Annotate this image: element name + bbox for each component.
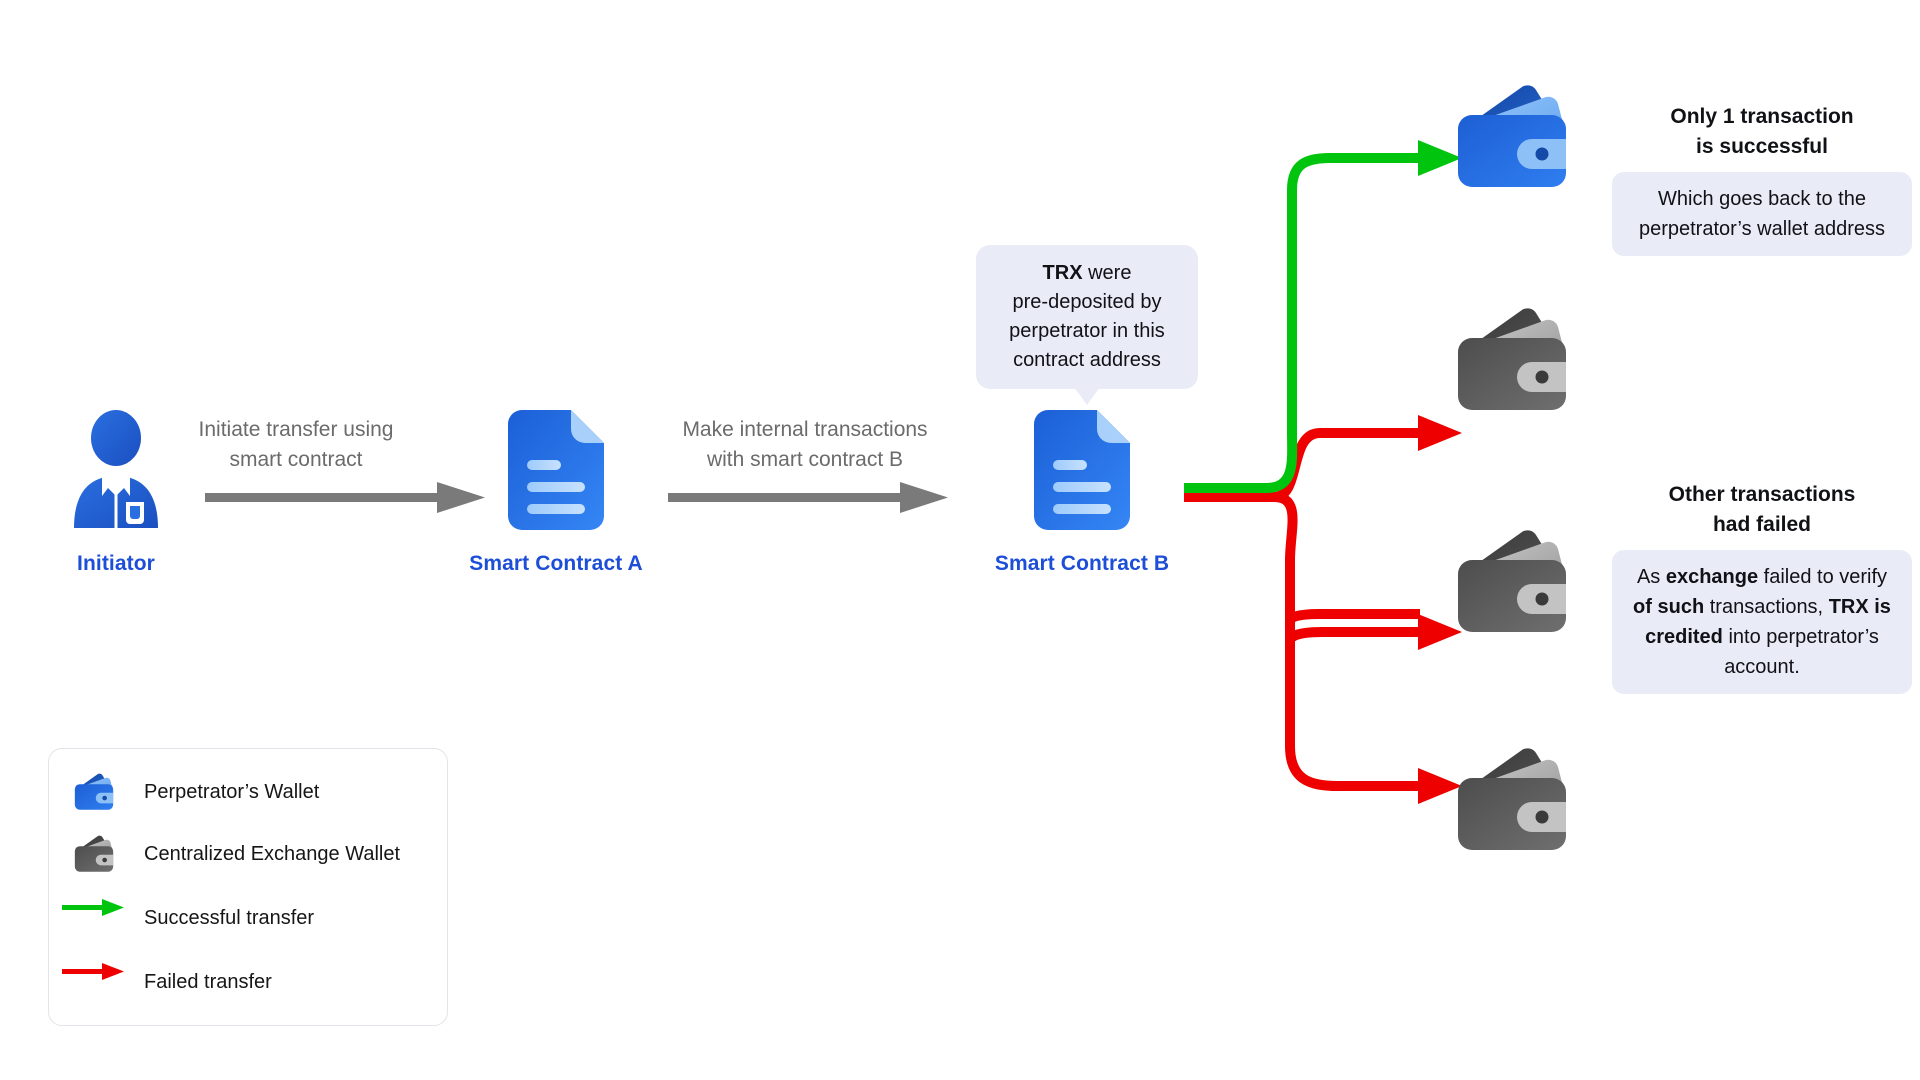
gray-arrow-1 [205,478,485,523]
annotation-box-success: Which goes back to the perpetrator’s wal… [1612,172,1912,256]
legend-item-perpetrator-wallet: Perpetrator’s Wallet [62,770,319,814]
annotation-title-success: Only 1 transaction is successful [1670,105,1854,158]
bubble-line-1: TRX were [992,259,1182,288]
legend-item-failed-transfer: Failed transfer [62,960,272,1004]
annotation-title-failed: Other transactions had failed [1668,483,1856,536]
bubble-line-3: perpetrator in this [1009,320,1165,342]
wallet-gray-icon-2 [1450,298,1574,427]
branch-connectors [1184,140,1462,804]
wallet-gray-icon-4 [1450,738,1574,867]
speech-bubble-trx: TRX were pre-deposited by perpetrator in… [976,245,1198,389]
bubble-line-1-bold: TRX [1042,262,1083,284]
bubble-line-4: contract address [1013,349,1161,371]
step-caption-2: Make internal transactions with smart co… [682,418,928,471]
legend-label-successful-transfer: Successful transfer [144,906,315,929]
node-label-contract-b: Smart Contract B [994,552,1170,575]
speech-bubble-tail [1074,387,1100,405]
document-icon-contract-b [1034,410,1130,530]
bubble-line-1-rest: were [1082,262,1132,284]
legend-panel [48,748,448,1026]
step-caption-1: Initiate transfer using smart contract [198,418,394,471]
arrowhead-red-2 [1418,614,1462,650]
legend-label-exchange-wallet: Centralized Exchange Wallet [144,842,401,865]
wallet-gray-icon [62,832,126,876]
arrow-green-icon [62,896,126,940]
wallet-blue-icon [62,770,126,814]
wallet-gray-icon-3 [1450,520,1574,649]
gray-arrow-2 [668,478,948,523]
node-label-contract-a: Smart Contract A [469,552,643,575]
legend-label-perpetrator-wallet: Perpetrator’s Wallet [144,780,320,803]
person-icon [68,410,164,528]
bubble-line-2: pre-deposited by [1012,291,1162,313]
document-icon-contract-a [508,410,604,530]
arrowhead-green-1 [1418,140,1462,176]
legend-label-failed-transfer: Failed transfer [144,970,272,993]
arrow-red-icon [62,960,126,1004]
arrowhead-red-1 [1418,415,1462,451]
node-label-initiator: Initiator [77,552,155,575]
wallet-blue-icon-1 [1450,75,1574,204]
legend-item-successful-transfer: Successful transfer [62,896,314,940]
arrowhead-red-3 [1418,768,1462,804]
legend-item-exchange-wallet: Centralized Exchange Wallet [62,832,400,876]
annotation-box-failed: As exchange failed to verify of such tra… [1612,550,1912,694]
